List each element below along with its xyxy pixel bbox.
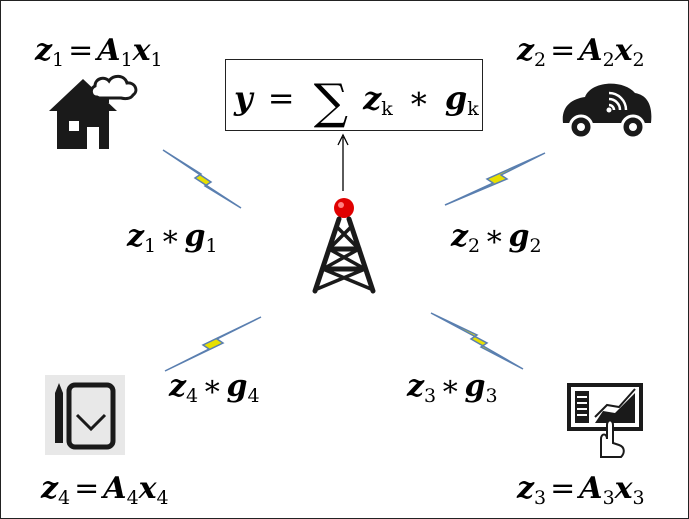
signal-label-3: z3∗g3 [407,369,498,407]
base-station-tower-icon [312,198,376,294]
z-symbol: z [363,79,382,117]
equals-sign: = [267,79,295,117]
z-subscript: k [381,98,393,120]
convolution-sign: ∗ [407,79,430,117]
formula-text: y = ∑ zk ∗ gk [234,78,479,126]
touchscreen-chart-icon [567,383,643,458]
lightning-bolt-icon-1 [162,149,242,209]
g-symbol: g [444,79,468,117]
connected-car-icon [562,83,652,140]
signal-label-2: z2∗g2 [451,219,542,257]
g-subscript: k [467,98,479,120]
equation-device-3: z3=A3x3 [517,471,645,509]
received-signal-formula: y = ∑ zk ∗ gk [225,59,483,131]
equation-device-2: z2=A2x2 [517,33,645,71]
y-symbol: y [234,79,253,117]
signal-label-4: z4∗g4 [169,369,260,407]
sum-symbol: ∑ [313,74,348,130]
signal-label-1: z1∗g1 [127,219,218,257]
lightning-bolt-icon-4 [164,316,262,372]
equation-device-1: z1=A1x1 [35,33,163,71]
lightning-bolt-icon-3 [430,312,524,370]
house-cloud-icon [49,74,138,149]
tablet-pen-icon [45,375,125,455]
lightning-bolt-icon-2 [444,152,546,206]
equation-device-4: z4=A4x4 [41,471,169,509]
